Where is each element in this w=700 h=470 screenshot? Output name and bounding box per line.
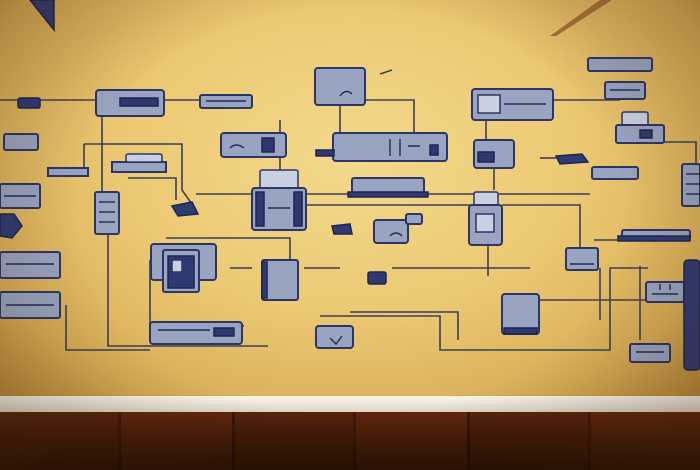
computer-icon (315, 325, 354, 349)
left-routers (0, 97, 61, 319)
switch-icon (587, 57, 653, 100)
wooden-floor (0, 412, 700, 470)
computer-icon (150, 243, 217, 293)
switch-icon (149, 321, 243, 345)
router-icon (47, 153, 167, 177)
network-cable-icon (331, 223, 353, 235)
switch-icon (95, 89, 165, 117)
corner-shadow (29, 0, 55, 33)
printer-icon (251, 169, 307, 231)
printer-icon (468, 191, 503, 246)
router-icon (645, 281, 685, 303)
network-diagram (0, 0, 700, 371)
monitor-icon (565, 247, 599, 271)
router-icon (471, 88, 554, 121)
network-cable-icon (367, 271, 387, 285)
wall-lamp (550, 0, 612, 36)
server-icon (681, 163, 700, 207)
server-icon (347, 177, 429, 198)
server-icon (261, 259, 299, 301)
floor-shadow (0, 412, 700, 470)
router-icon (220, 132, 287, 158)
network-cable-icon (170, 201, 200, 217)
network-cable-icon (540, 153, 590, 165)
router-icon (591, 166, 639, 180)
monitor-icon (473, 139, 515, 169)
server-icon (683, 259, 700, 371)
monitor-icon (314, 67, 366, 106)
printer-icon (615, 111, 665, 144)
router-icon (629, 343, 671, 363)
switch-icon (617, 229, 691, 242)
baseboard (0, 396, 700, 412)
router-icon (199, 94, 253, 109)
server-icon (94, 191, 120, 235)
monitor-icon (501, 293, 540, 335)
computer-icon (373, 213, 423, 244)
switch-icon (315, 132, 448, 162)
